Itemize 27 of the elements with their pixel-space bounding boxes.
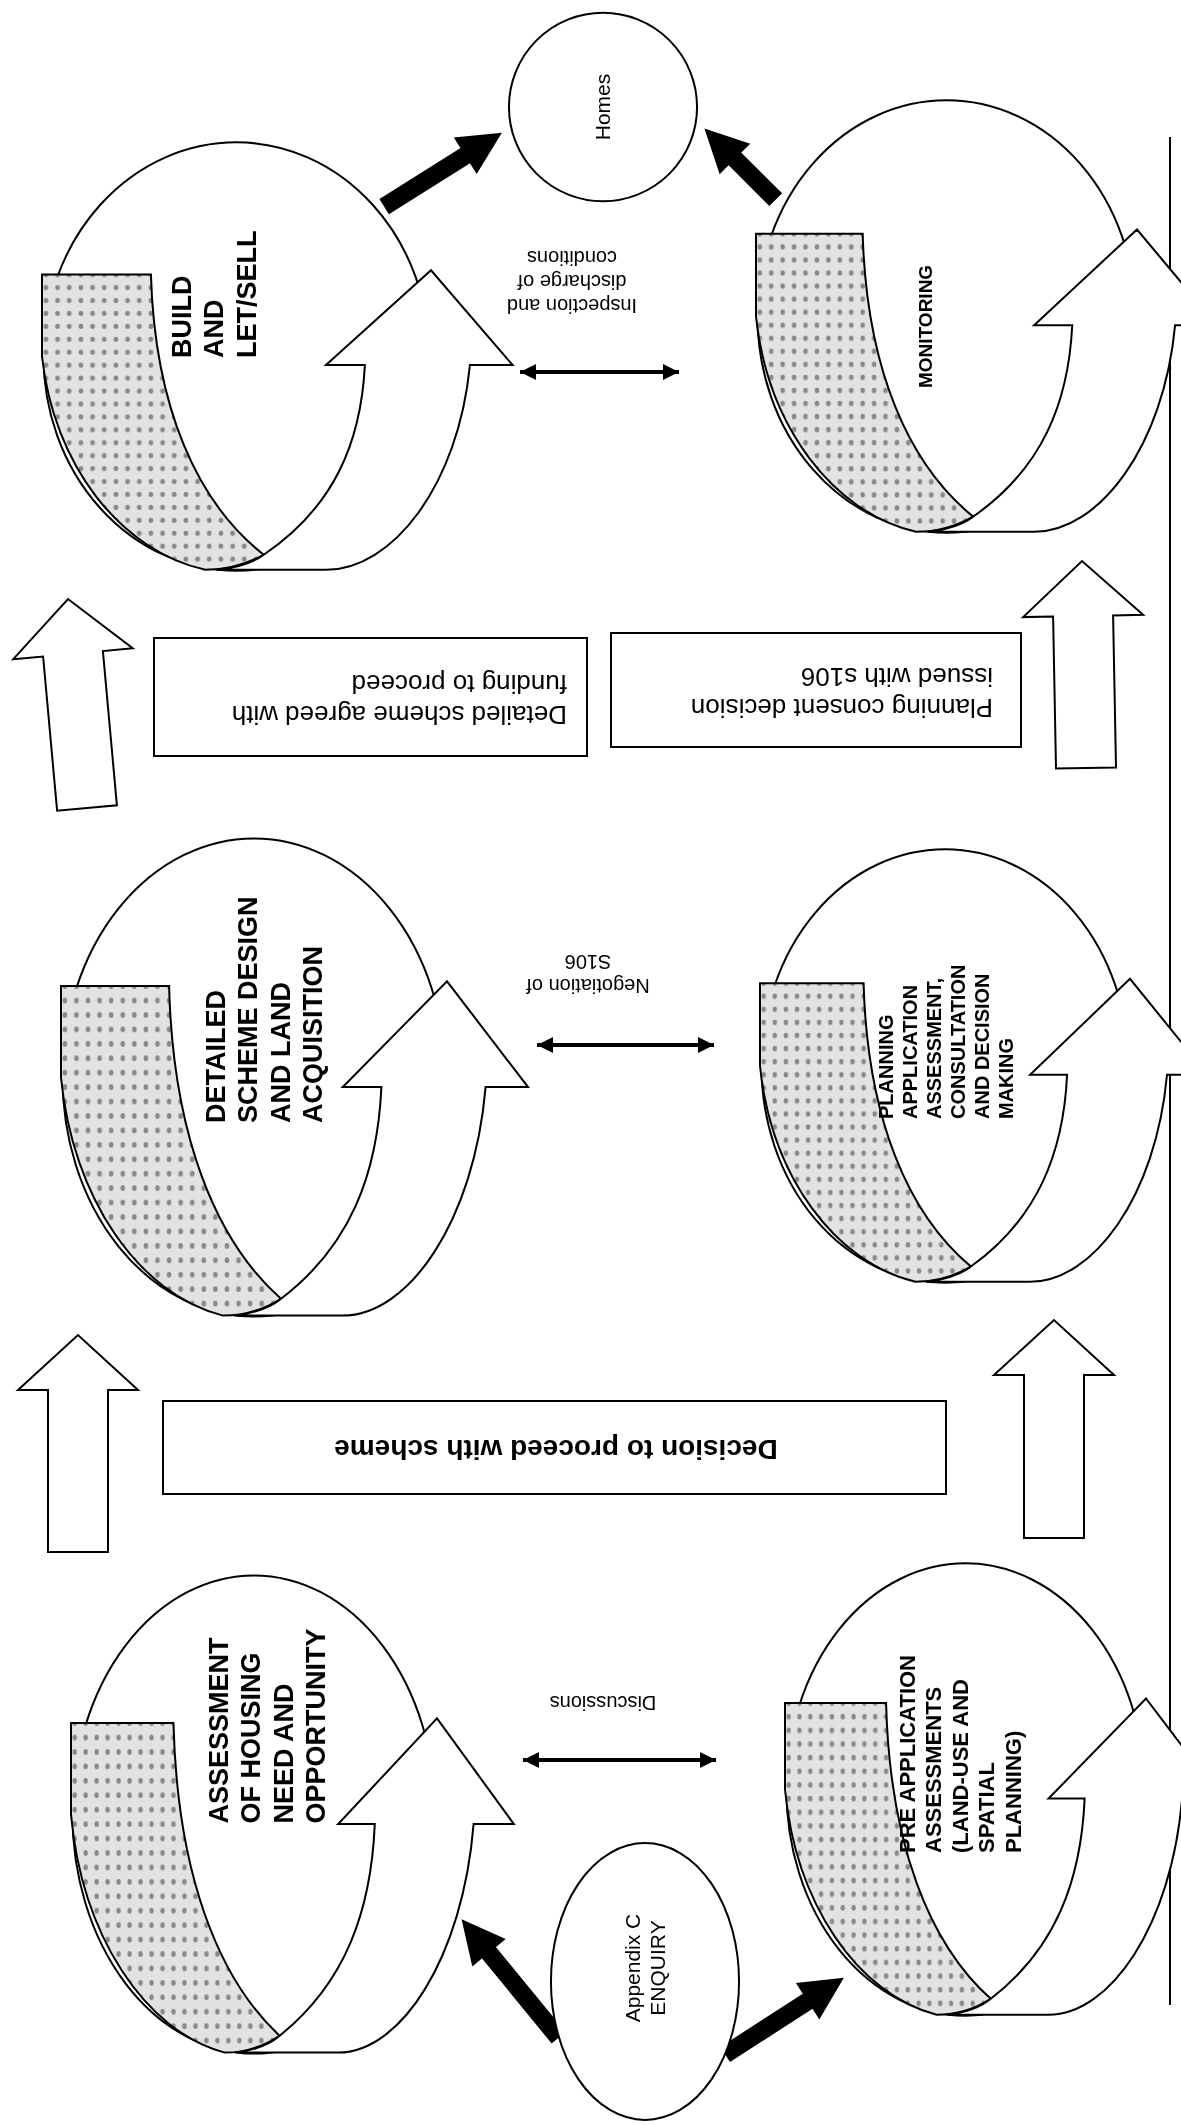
step-label: Detailed scheme agreed with funding to proceed (230, 668, 567, 731)
stage-label: ASSESSMENT OF HOUSING NEED AND OPPORTUNITY (203, 1627, 333, 1824)
start-ellipse (550, 1842, 740, 2121)
step-label: Decision to proceed with scheme (333, 1432, 779, 1466)
arrow (704, 128, 783, 207)
step-label: Planning consent decision issued with s106 (689, 661, 993, 724)
stage-label: PLANNING APPLICATION ASSESSMENT, CONSULTATION AND DECISION MAKING (874, 963, 1018, 1119)
block-arrow (10, 597, 136, 812)
stage-label: DETAILED SCHEME DESIGN AND LAND ACQUISITION (200, 895, 330, 1123)
double-arrow (520, 364, 679, 380)
block-arrow (15, 1333, 141, 1553)
end-circle (508, 12, 698, 202)
edge-label: Negotiation of S106 (525, 950, 651, 998)
stage-label: MONITORING (914, 263, 937, 388)
stage-label: BUILD AND LET/SELL (166, 229, 264, 358)
stage-label: Homes (590, 72, 616, 143)
block-arrow (1020, 559, 1146, 770)
arrow (379, 132, 502, 215)
stage-label: Appendix C ENQUIRY (619, 1912, 670, 2025)
edge-label: Inspection and discharge of conditions (505, 246, 639, 318)
decision-box (153, 637, 588, 757)
decision-box (610, 632, 1022, 748)
double-arrow (523, 1752, 716, 1768)
edge-label: Discussions (548, 1691, 658, 1715)
double-arrow (537, 1037, 714, 1053)
decision-box (162, 1400, 947, 1495)
block-arrow (991, 1318, 1117, 1539)
